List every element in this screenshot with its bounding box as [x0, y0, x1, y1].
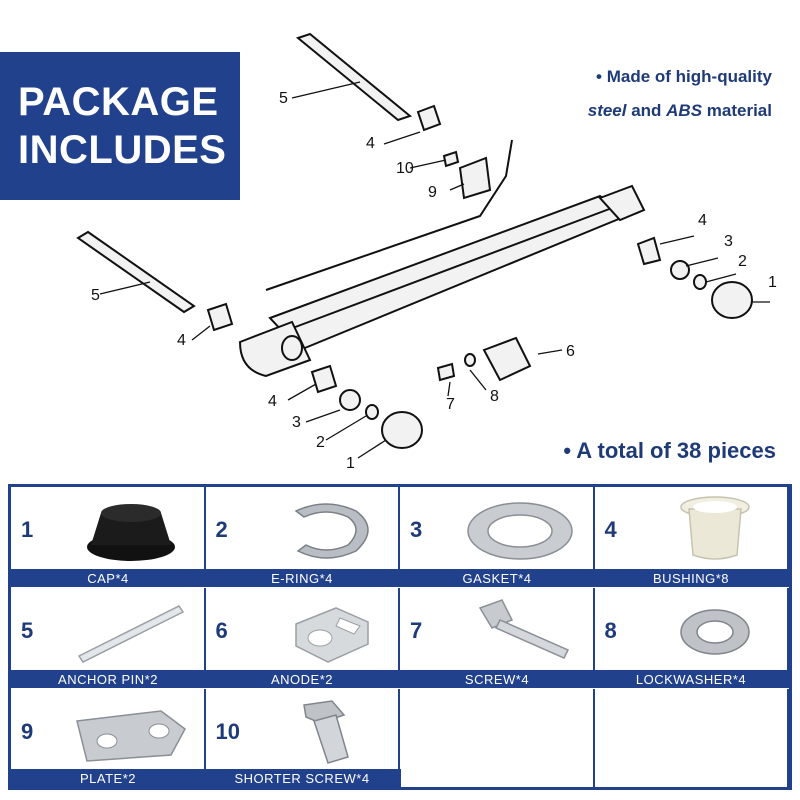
part-cell-8: 8: [595, 588, 789, 688]
callout-4-right: 4: [698, 212, 707, 229]
part-cell-10: 10: [206, 689, 400, 787]
part-cell-2: 2: [206, 487, 400, 587]
part-number: 10: [215, 719, 240, 744]
callout-3-bottom: 3: [292, 414, 301, 431]
part-cell-4: 4: [595, 487, 789, 587]
anchor-pin-upper: [295, 32, 413, 122]
hydraulic-line: [265, 139, 513, 291]
shorter-screw-image: [302, 700, 349, 764]
parts-row-2: 5 6 7 8 AN: [11, 588, 789, 688]
lockwasher-image: [679, 609, 750, 655]
parts-grid: 1 2 3 4: [8, 484, 792, 790]
callout-2-right: 2: [738, 253, 747, 270]
part-number: 8: [604, 618, 617, 643]
total-pieces: • A total of 38 pieces: [563, 438, 776, 463]
anchor-pin-image: [77, 605, 185, 663]
callout-4-lower: 4: [177, 332, 186, 349]
callout-9: 9: [428, 184, 437, 201]
screw-image: [478, 599, 570, 659]
anode-diagram: [482, 336, 532, 382]
callout-2-bottom: 2: [316, 434, 325, 451]
part-label-anode: ANODE*2: [270, 672, 334, 687]
label-strip: [11, 670, 789, 688]
callout-4-upper: 4: [366, 135, 375, 152]
empty-cell: [595, 689, 789, 787]
callout-7: 7: [446, 396, 455, 413]
part-label-bushing: BUSHING*8: [652, 571, 730, 586]
bushing-image: [679, 496, 750, 560]
e-ring-image: [294, 503, 369, 559]
callout-6: 6: [566, 343, 575, 360]
part-number: 1: [21, 517, 34, 542]
callout-10: 10: [396, 160, 414, 177]
material-feature: • Made of high-quality steel and ABS mat…: [588, 60, 772, 128]
part-label-anchor-pin: ANCHOR PIN*2: [58, 672, 158, 687]
part-cell-5: 5: [11, 588, 206, 688]
callout-8: 8: [490, 388, 499, 405]
callout-5-lower: 5: [91, 287, 100, 304]
part-cell-1: 1: [11, 487, 206, 587]
parts-row-3: 9 10 PLATE*2 SHORTER SCREW*4: [11, 689, 789, 787]
callout-1-right: 1: [768, 274, 777, 291]
cylinder-body: [268, 194, 628, 352]
feature-line-2: steel and ABS material: [588, 94, 772, 128]
feature-steel: steel: [587, 101, 627, 120]
part-label-gasket: GASKET*4: [462, 571, 532, 586]
callout-5-upper: 5: [279, 90, 288, 107]
callout-1-bottom: 1: [346, 455, 355, 472]
feature-and: and: [626, 101, 667, 120]
part-number: 5: [21, 618, 34, 643]
part-cell-3: 3: [400, 487, 595, 587]
parts-row-1: 1 2 3 4: [11, 487, 789, 587]
part-number: 3: [410, 517, 423, 542]
part-label-plate: PLATE*2: [79, 771, 136, 786]
feature-line-1: • Made of high-quality: [596, 67, 772, 86]
part-number: 2: [215, 517, 228, 542]
part-cell-6: 6: [206, 588, 400, 688]
cap-diagram: [381, 411, 423, 449]
part-number: 4: [604, 517, 617, 542]
feature-abs: ABS: [666, 101, 703, 120]
label-strip: [11, 769, 401, 787]
cap-image: [87, 504, 175, 561]
exploded-diagram: [76, 32, 770, 459]
part-cell-7: 7: [400, 588, 595, 688]
anchor-pin-lower: [76, 230, 196, 314]
part-number: 7: [410, 618, 423, 643]
empty-cell: [400, 689, 595, 787]
part-label-lockwasher: LOCKWASHER*4: [635, 672, 747, 687]
callout-3-right: 3: [724, 233, 733, 250]
part-number: 9: [21, 719, 34, 744]
label-strip: [11, 569, 789, 587]
banner-line-1: PACKAGE: [18, 80, 219, 124]
plate-diagram: [458, 156, 492, 200]
gasket-image: [467, 502, 573, 560]
callout-4-bottom: 4: [268, 393, 277, 410]
part-number: 6: [215, 618, 228, 643]
plate-image: [76, 710, 186, 762]
bushing-diagram: [416, 104, 442, 132]
part-label-e-ring: E-RING*4: [271, 571, 333, 586]
part-label-cap: CAP*4: [87, 571, 129, 586]
part-label-screw: SCREW*4: [464, 672, 530, 687]
package-includes-banner: PACKAGE INCLUDES: [0, 52, 240, 200]
banner-line-2: INCLUDES: [18, 128, 227, 172]
anode-image: [294, 607, 369, 663]
part-cell-9: 9: [11, 689, 206, 787]
part-label-shorter-screw: SHORTER SCREW*4: [234, 771, 370, 786]
feature-material: material: [702, 101, 772, 120]
